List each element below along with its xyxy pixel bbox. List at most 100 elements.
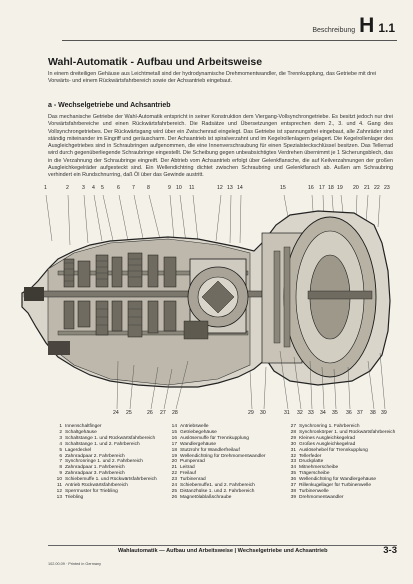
page-number: 3-3 bbox=[383, 545, 397, 556]
legend-item-text: Turbinenwelle bbox=[299, 488, 329, 494]
callout-33: 33 bbox=[308, 410, 314, 416]
legend-item-number: 32 bbox=[290, 453, 296, 459]
callout-18: 18 bbox=[328, 185, 334, 191]
legend-item-text: Distanzhülse 1. und 2. Fahrbereich bbox=[180, 488, 255, 494]
callout-24: 24 bbox=[113, 410, 119, 416]
legend-item-text: Mitnehmerscheibe bbox=[299, 465, 339, 471]
legend-item-number: 21 bbox=[171, 465, 177, 471]
legend-item-number: 37 bbox=[290, 483, 296, 489]
legend-item-number: 29 bbox=[290, 435, 296, 441]
legend-item-text: Synchronkörper 1. und Rückwärtsfahrberei… bbox=[299, 429, 396, 435]
callout-39: 39 bbox=[381, 410, 387, 416]
legend-item-number: 9 bbox=[59, 471, 62, 477]
legend-item-text: Schaltstange 1. und Rückwärtsfahrbereich bbox=[65, 435, 156, 441]
legend-item-number: 22 bbox=[171, 471, 177, 477]
legend-item-number: 39 bbox=[290, 494, 296, 500]
legend-item-number: 7 bbox=[59, 459, 62, 465]
legend-item-number: 10 bbox=[56, 477, 62, 483]
legend-item-number: 30 bbox=[290, 441, 296, 447]
legend-item-number: 5 bbox=[59, 447, 62, 453]
legend-item-text: Wellendichtring für Drehmomentwandler bbox=[180, 453, 266, 459]
callout-15: 15 bbox=[280, 185, 286, 191]
legend-item-text: Zahnradpaar 2. Fahrbereich bbox=[65, 453, 125, 459]
legend-item-number: 12 bbox=[56, 488, 62, 494]
legend-item-text: Antriebswelle bbox=[180, 424, 209, 429]
callout-19: 19 bbox=[337, 185, 343, 191]
body-paragraph: Das mechanische Getriebe der Wahl-Automa… bbox=[48, 114, 393, 179]
page-title: Wahl-Automatik - Aufbau und Arbeitsweise bbox=[48, 56, 263, 68]
callout-30: 30 bbox=[260, 410, 266, 416]
legend-item-number: 6 bbox=[59, 453, 62, 459]
legend-item-text: Zahnradpaar 1. Fahrbereich bbox=[65, 465, 125, 471]
legend-item-text: Turbinenrad bbox=[180, 477, 206, 483]
callout-11: 11 bbox=[189, 185, 195, 191]
legend-item-number: 38 bbox=[290, 488, 296, 494]
legend-item-number: 4 bbox=[59, 441, 62, 447]
callout-35: 35 bbox=[332, 410, 338, 416]
legend-item-text: Schiebemuffe1. und 2. Fahrbereich bbox=[180, 483, 255, 489]
legend-item-text: Schaltstange 1. und 2. Fahrbereich bbox=[65, 441, 140, 447]
legend-item-text: Leitrad bbox=[180, 465, 195, 471]
legend-item-number: 16 bbox=[171, 435, 177, 441]
callout-2: 2 bbox=[66, 185, 69, 191]
legend-item-text: Schiebemuffe 1. und Rückwärtsfahrbereich bbox=[65, 477, 157, 483]
callout-3: 3 bbox=[82, 185, 85, 191]
legend-item-text: Großes Ausgleichkegelrad bbox=[299, 441, 356, 447]
legend-item-number: 26 bbox=[171, 494, 177, 500]
transmission-cutaway-drawing bbox=[21, 194, 391, 410]
callout-34: 34 bbox=[320, 410, 326, 416]
callout-31: 31 bbox=[284, 410, 290, 416]
legend-item-number: 36 bbox=[290, 477, 296, 483]
legend-item-text: Lagerdeckel bbox=[65, 447, 92, 453]
callout-28: 28 bbox=[172, 410, 178, 416]
legend-item-text: Magnetölablaßschraube bbox=[180, 494, 232, 500]
footer-rule bbox=[48, 545, 397, 546]
legend-item-number: 34 bbox=[290, 465, 296, 471]
callout-8: 8 bbox=[147, 185, 150, 191]
legend-item-number: 17 bbox=[171, 441, 177, 447]
legend-item-text: Freilauf bbox=[180, 471, 196, 477]
legend-item-text: Getriebegehäuse bbox=[180, 429, 217, 435]
legend-item-number: 14 bbox=[171, 424, 177, 429]
legend-item-text: Drehmomentwandler bbox=[299, 494, 344, 500]
legend-item-number: 8 bbox=[59, 465, 62, 471]
callout-4: 4 bbox=[92, 185, 95, 191]
legend-item-number: 24 bbox=[171, 483, 177, 489]
legend-item-text: Synchronring 1. Fahrbereich bbox=[299, 424, 360, 429]
callout-32: 32 bbox=[297, 410, 303, 416]
legend-item-number: 28 bbox=[290, 429, 296, 435]
callout-38: 38 bbox=[370, 410, 376, 416]
legend-item-number: 23 bbox=[171, 477, 177, 483]
legend-item-text: Triebling bbox=[65, 494, 84, 500]
legend-item-text: Trägerscheibe bbox=[299, 471, 330, 477]
legend-item-number: 1 bbox=[59, 424, 62, 429]
legend-item-number: 19 bbox=[171, 453, 177, 459]
section-heading: a - Wechselgetriebe und Achsantrieb bbox=[48, 102, 171, 109]
callout-27: 27 bbox=[160, 410, 166, 416]
legend-item-text: Auslösemuffe für Trennkupplung bbox=[180, 435, 249, 441]
callout-1: 1 bbox=[44, 185, 47, 191]
